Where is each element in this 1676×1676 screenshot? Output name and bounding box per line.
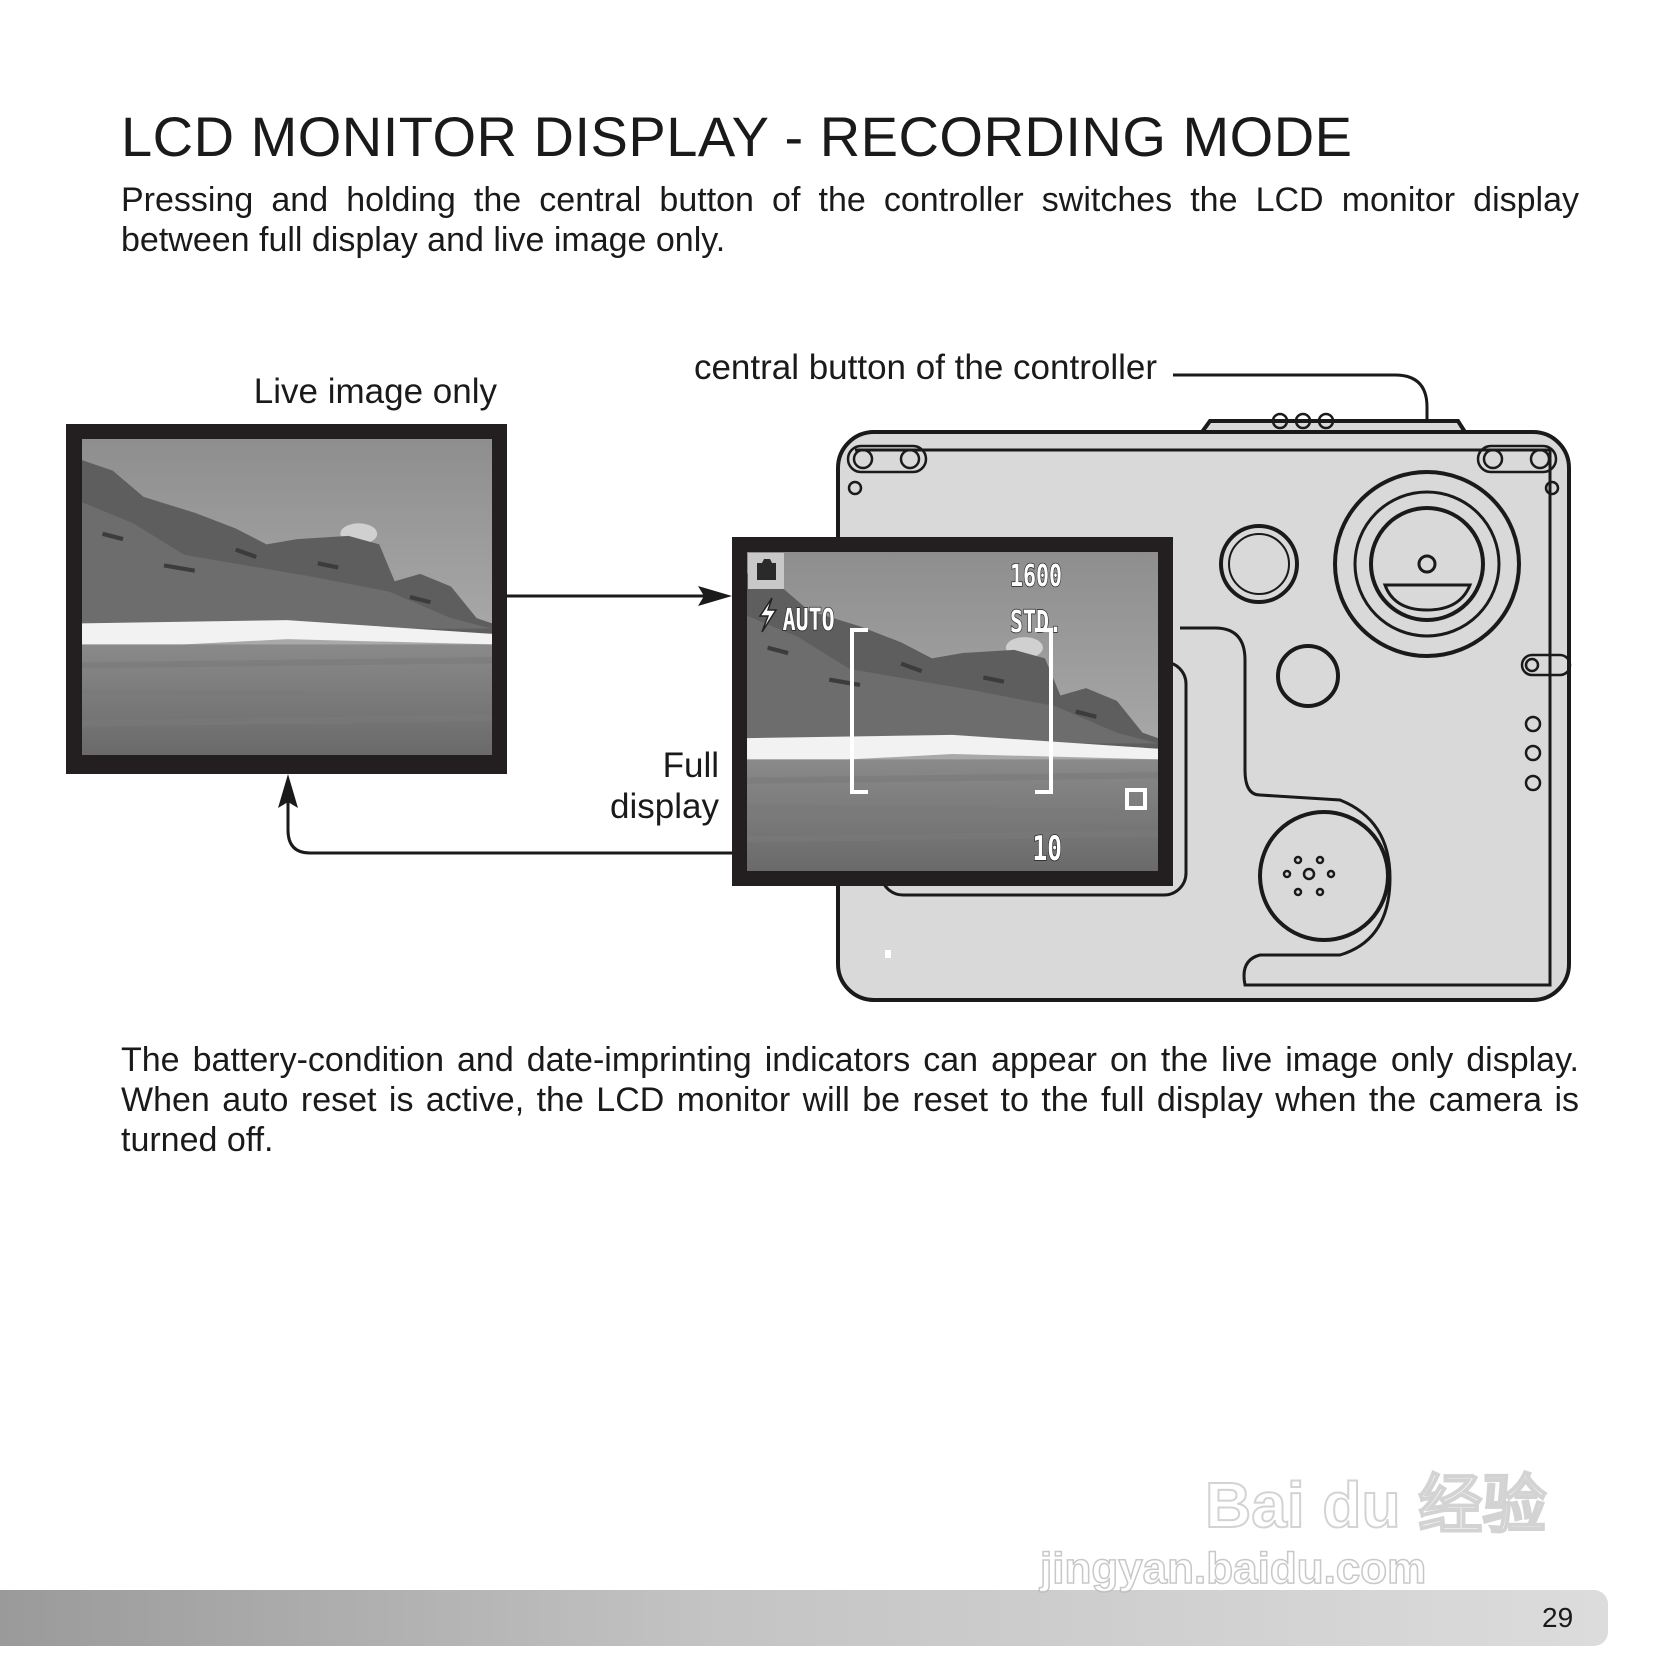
central-button[interactable] <box>1417 554 1437 574</box>
central-button-label: central button of the controller <box>694 348 1157 387</box>
camera-icon <box>757 559 776 580</box>
watermark-logo: Bai du 经验 <box>1204 1469 1547 1541</box>
intro-paragraph: Pressing and holding the central button … <box>121 181 1579 259</box>
arrow-head-icon <box>278 774 298 808</box>
live-image-label: Live image only <box>254 372 498 411</box>
footer-bar <box>0 1590 1608 1646</box>
single-frame-icon <box>1125 788 1147 810</box>
focus-bracket-right <box>1035 628 1053 794</box>
lcd-overlay: AUTO 1600 STD. 10 <box>748 553 1147 869</box>
focus-bracket-left <box>850 628 868 794</box>
page-title: LCD MONITOR DISPLAY - RECORDING MODE <box>121 105 1353 168</box>
live-image-photo <box>82 439 492 755</box>
arrow-to-live-image <box>286 790 732 855</box>
frames-remaining-text: 10 <box>1033 829 1062 868</box>
watermark-url: jingyan.baidu.com <box>1039 1543 1427 1594</box>
full-display-label-2: display <box>610 787 719 826</box>
image-size-text: 1600 <box>1010 560 1062 594</box>
page-number: 29 <box>1542 1602 1574 1633</box>
arrow-head-icon <box>698 586 732 606</box>
flash-mode-text: AUTO <box>783 604 835 638</box>
outro-paragraph: The battery-condition and date-imprintin… <box>121 1041 1579 1159</box>
quality-text: STD. <box>1010 606 1062 640</box>
lcd-monitor-photo <box>747 552 1158 871</box>
full-display-label: Full <box>663 746 719 785</box>
leader-line <box>1173 373 1429 560</box>
lightning-icon <box>758 597 778 633</box>
